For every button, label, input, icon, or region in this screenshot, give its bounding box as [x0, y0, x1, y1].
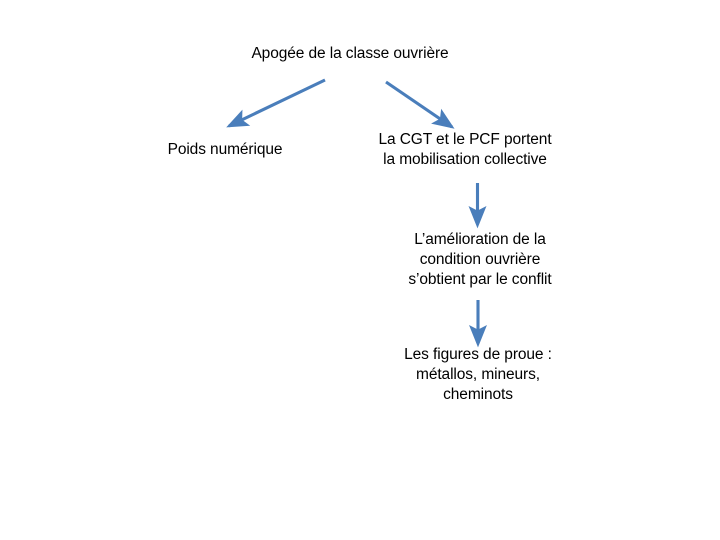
arrow-down-right-icon — [385, 80, 455, 129]
arrow-down-left-icon — [226, 78, 326, 128]
node-amelioration-condition-ouvriere: L’amélioration de la condition ouvrière … — [408, 231, 552, 288]
node-figures-de-proue: Les figures de proue : métallos, mineurs… — [404, 346, 552, 403]
node-title: Apogée de la classe ouvrière — [251, 45, 449, 62]
node-cgt-pcf-mobilisation: La CGT et le PCF portent la mobilisation… — [378, 131, 552, 168]
node-poids-numerique: Poids numérique — [167, 141, 283, 158]
